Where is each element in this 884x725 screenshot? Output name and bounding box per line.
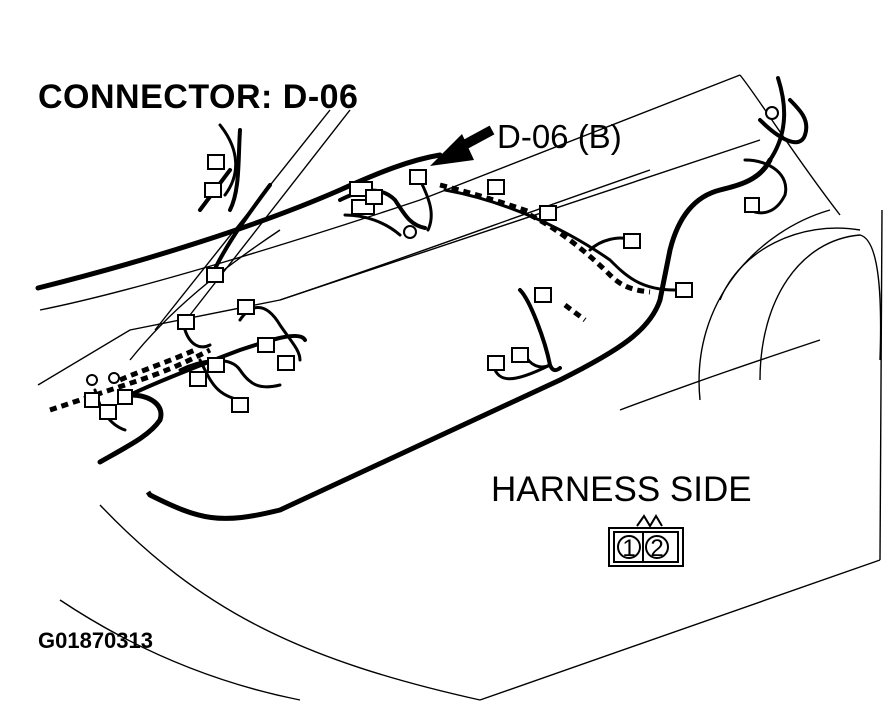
connector-block: [409, 169, 427, 185]
ground-bolt: [86, 374, 98, 386]
connector-block: [511, 347, 529, 363]
connector-block: [675, 282, 693, 298]
page-title: CONNECTOR: D-06: [38, 78, 359, 116]
connector-block: [204, 182, 222, 198]
connector-lock-tab: [636, 514, 663, 528]
connector-block: [207, 154, 225, 170]
connector-block: [117, 389, 133, 405]
pin-2-circle: [645, 535, 669, 559]
connector-block: [365, 189, 383, 205]
connector-block: [99, 404, 117, 420]
vehicle-body-outline: [37, 74, 883, 701]
connector-block: [539, 205, 557, 221]
connector-block: [277, 355, 295, 371]
connector-block: [207, 357, 225, 373]
connector-block: [237, 299, 255, 315]
connector-block: [487, 355, 505, 371]
pin-2-label: 2: [650, 535, 663, 562]
connector-housing: [608, 527, 684, 567]
connector-block: [257, 337, 275, 353]
connector-block: [189, 371, 207, 387]
harness-side-connector: 1 2: [608, 514, 684, 567]
ground-bolt: [108, 372, 120, 384]
connector-block: [534, 287, 552, 303]
connector-block: [231, 397, 249, 413]
harness-connectors: [84, 106, 779, 420]
connector-block: [206, 267, 224, 283]
taped-harness-segments: [49, 182, 651, 497]
pointer-arrow: [430, 125, 495, 166]
figure-id: G01870313: [38, 628, 153, 653]
connector-callout-label: D-06 (B): [497, 118, 622, 155]
connector-block: [623, 233, 641, 249]
grommet: [403, 225, 417, 239]
ring-terminal: [765, 106, 779, 120]
connector-block: [744, 197, 760, 213]
wiring-harness: [35, 76, 809, 521]
connector-block: [84, 392, 100, 408]
pin-1-circle: [617, 535, 641, 559]
connector-inner: [613, 531, 679, 563]
connector-block: [487, 179, 505, 195]
harness-side-label: HARNESS SIDE: [491, 470, 752, 509]
pin-1-label: 1: [622, 535, 635, 562]
connector-block: [177, 314, 195, 330]
